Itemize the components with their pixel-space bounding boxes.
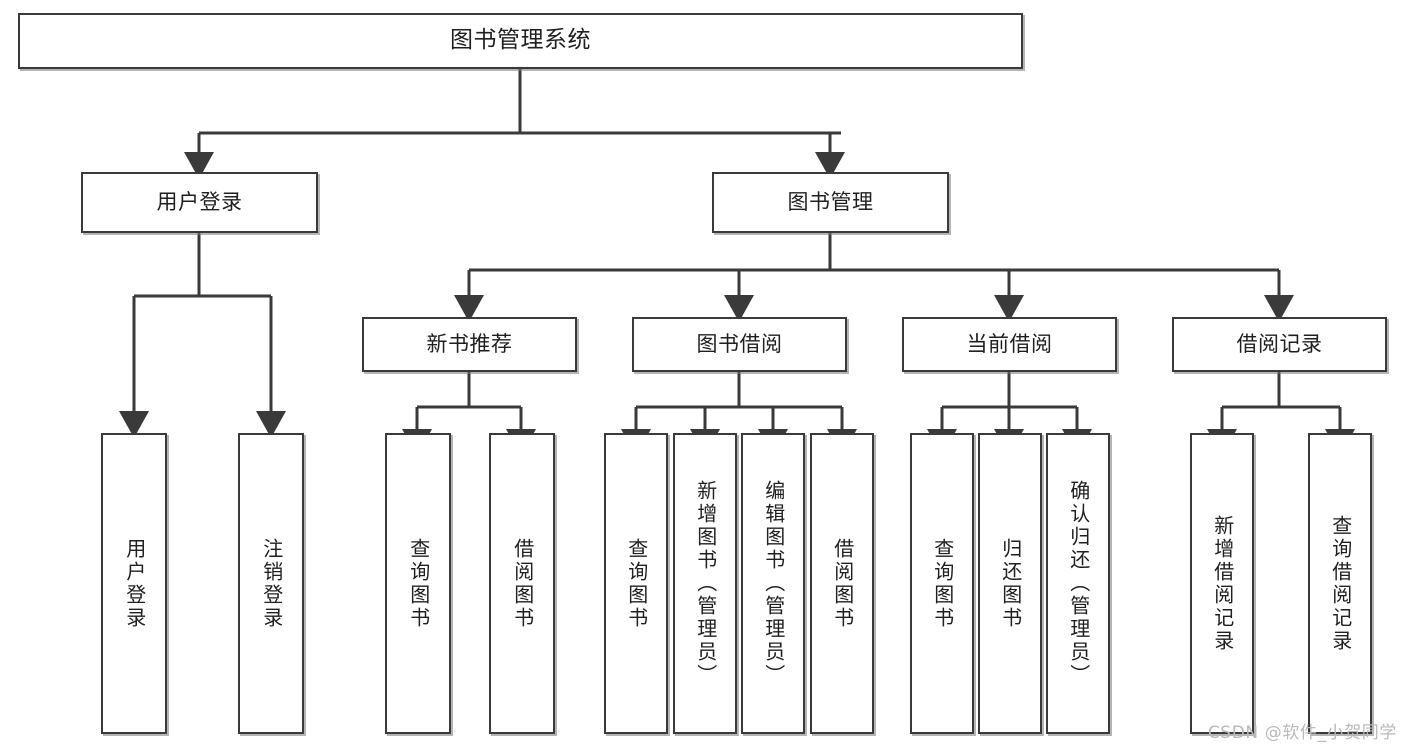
node-label: 当前借阅: [966, 332, 1053, 357]
node-label: 用户登录: [122, 537, 147, 630]
leaf-user-login-logout[interactable]: 注销登录: [238, 433, 304, 734]
watermark-text: CSDN @软件_小贺同学: [1207, 723, 1397, 743]
leaf-record-add-borrow-record[interactable]: 新增借阅记录: [1190, 433, 1254, 734]
node-label: 借阅图书: [510, 537, 535, 630]
leaf-new-book-query-book[interactable]: 查询图书: [385, 433, 451, 734]
node-label: 编辑图书（管理员）: [761, 480, 786, 687]
node-label: 新增借阅记录: [1210, 514, 1235, 653]
node-new-book-recommend[interactable]: 新书推荐: [362, 317, 577, 372]
node-label: 确认归还（管理员）: [1066, 480, 1091, 687]
node-label: 新书推荐: [426, 332, 513, 357]
node-book-borrow[interactable]: 图书借阅: [632, 317, 847, 372]
node-label: 图书管理系统: [450, 27, 591, 54]
node-label: 查询图书: [624, 537, 649, 630]
leaf-record-query-borrow-record[interactable]: 查询借阅记录: [1308, 433, 1372, 734]
node-user-login[interactable]: 用户登录: [81, 172, 318, 233]
leaf-new-book-borrow-book[interactable]: 借阅图书: [489, 433, 555, 734]
leaf-current-query-book[interactable]: 查询图书: [910, 433, 974, 734]
leaf-current-return-book[interactable]: 归还图书: [978, 433, 1042, 734]
node-label: 查询借阅记录: [1328, 514, 1353, 653]
leaf-current-confirm-return-admin[interactable]: 确认归还（管理员）: [1046, 433, 1110, 734]
node-label: 新增图书（管理员）: [693, 480, 718, 687]
leaf-borrow-add-book-admin[interactable]: 新增图书（管理员）: [673, 433, 737, 734]
node-label: 查询图书: [406, 537, 431, 630]
node-label: 注销登录: [259, 537, 284, 630]
leaf-borrow-query-book[interactable]: 查询图书: [604, 433, 668, 734]
leaf-borrow-edit-book-admin[interactable]: 编辑图书（管理员）: [741, 433, 805, 734]
node-label: 归还图书: [998, 537, 1023, 630]
node-label: 用户登录: [156, 190, 243, 215]
node-label: 借阅图书: [830, 537, 855, 630]
node-borrow-record[interactable]: 借阅记录: [1172, 317, 1387, 372]
node-label: 查询图书: [930, 537, 955, 630]
node-label: 借阅记录: [1236, 332, 1323, 357]
node-book-management[interactable]: 图书管理: [712, 172, 949, 233]
node-label: 图书借阅: [696, 332, 783, 357]
node-current-borrow[interactable]: 当前借阅: [902, 317, 1117, 372]
node-root-book-management-system[interactable]: 图书管理系统: [18, 13, 1023, 69]
node-label: 图书管理: [787, 190, 874, 215]
leaf-borrow-borrow-book[interactable]: 借阅图书: [810, 433, 874, 734]
leaf-user-login-login[interactable]: 用户登录: [101, 433, 167, 734]
